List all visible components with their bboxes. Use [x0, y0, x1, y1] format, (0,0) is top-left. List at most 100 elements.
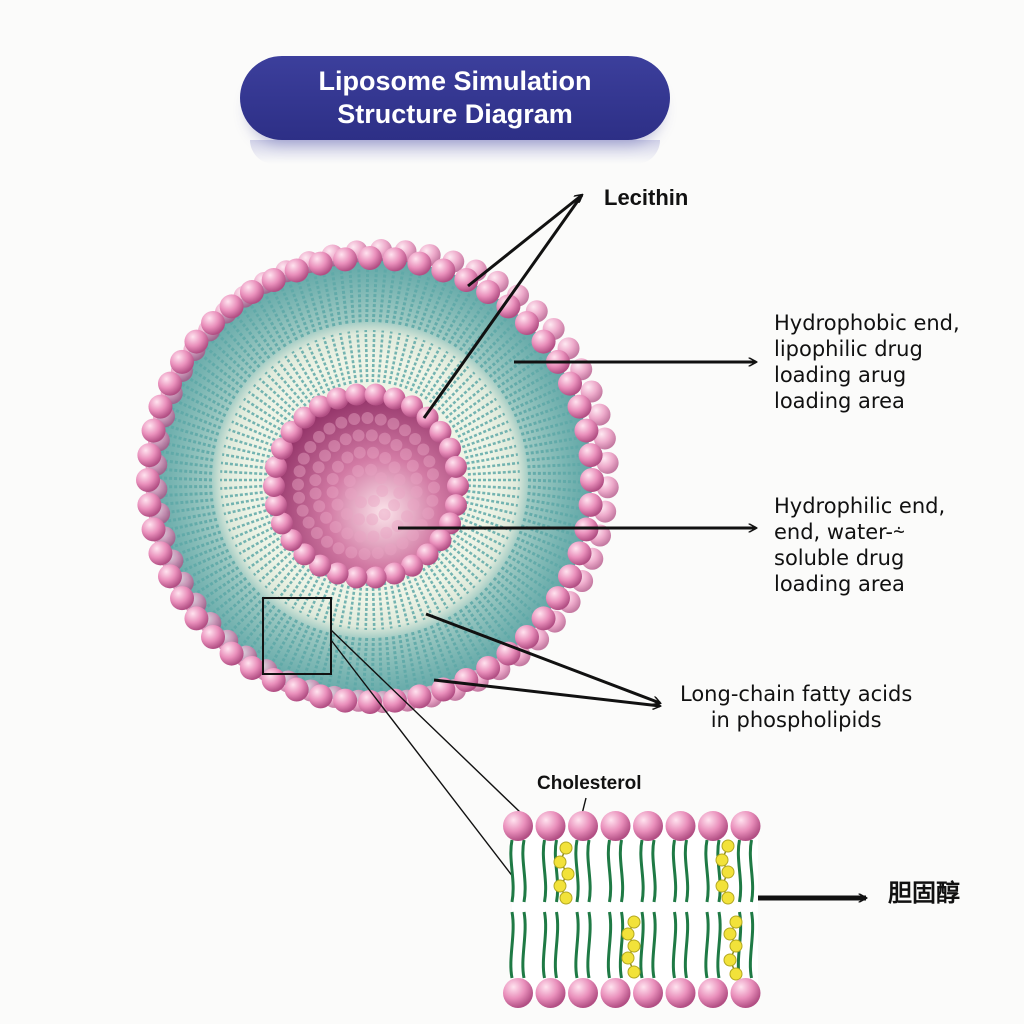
outer-tail — [513, 542, 564, 570]
inner-head — [265, 494, 288, 517]
detail-tail-top — [716, 839, 722, 903]
outer-tail — [429, 625, 452, 677]
outer-tail — [500, 363, 549, 394]
outer-tail — [479, 591, 518, 634]
inner-tail — [371, 330, 376, 383]
inner-tail — [461, 511, 512, 532]
core-bead — [331, 460, 344, 473]
inner-tail — [347, 576, 358, 629]
outer-tail — [441, 619, 468, 670]
detail-tail-bottom — [748, 911, 755, 979]
outer-head — [170, 586, 195, 611]
core-bead — [340, 508, 353, 521]
detail-tail-bottom — [683, 911, 690, 979]
cholesterol-bead — [723, 927, 737, 941]
detail-tail-bottom — [606, 911, 613, 979]
detail-tail-bottom — [541, 911, 548, 979]
core-bead — [320, 511, 333, 524]
core-bead — [354, 530, 367, 543]
outer-tail — [488, 582, 531, 622]
detail-tail-top — [639, 839, 645, 903]
detail-tail-top — [748, 839, 755, 903]
inner-tail — [424, 560, 456, 605]
inner-tail — [258, 545, 299, 583]
outer-tail — [371, 268, 379, 323]
outer-tail — [159, 449, 214, 462]
core-bead — [422, 507, 435, 520]
outer-tail — [398, 271, 414, 326]
outer-head — [148, 394, 173, 419]
outer-head — [219, 294, 244, 319]
outer-tail — [171, 536, 224, 558]
core-bead — [400, 510, 413, 523]
outer-tail — [474, 322, 515, 364]
label-lecithin: Lecithin — [604, 185, 689, 210]
core-bead — [361, 412, 374, 425]
core-bead — [332, 542, 345, 555]
title-shadow — [250, 140, 660, 164]
detail-head-bottom — [730, 978, 761, 1008]
inner-tail — [243, 397, 289, 429]
outer-tail — [326, 634, 342, 689]
inner-tail — [347, 331, 358, 384]
inner-tail — [465, 444, 517, 460]
inner-tail — [364, 330, 369, 383]
core-bead — [343, 474, 356, 487]
core-bead — [410, 485, 423, 498]
outer-tail — [411, 631, 427, 686]
inner-head — [280, 420, 303, 443]
core-bead — [410, 472, 423, 485]
cholesterol-bead — [561, 867, 575, 881]
outer-tail — [429, 284, 456, 335]
core-bead — [374, 413, 387, 426]
outer-tail — [296, 280, 317, 333]
core-bead — [367, 495, 380, 508]
title-line-2: Structure Diagram — [337, 99, 573, 129]
inner-tail — [393, 334, 410, 386]
outer-head — [141, 418, 166, 443]
outer-tail — [215, 332, 256, 373]
outer-tail — [527, 491, 582, 502]
inner-tail — [306, 343, 331, 392]
inner-tail — [330, 334, 347, 386]
outer-tail — [391, 636, 401, 691]
cholesterol-bead — [627, 915, 641, 929]
core-bead — [388, 461, 401, 474]
outer-tail — [370, 637, 375, 693]
detail-head-bottom — [568, 978, 598, 1008]
cholesterol-bead — [721, 891, 735, 905]
core-bead — [331, 498, 344, 511]
core-bead — [344, 487, 357, 500]
inner-head — [270, 512, 293, 535]
outer-head — [137, 492, 162, 517]
outer-tail — [180, 382, 230, 412]
zoom-box — [262, 597, 332, 675]
inner-tail — [231, 516, 281, 540]
outer-head — [431, 677, 456, 702]
core-bead — [366, 446, 379, 459]
outer-tail — [301, 629, 323, 682]
outer-tail — [504, 370, 554, 400]
detail-tail-bottom — [586, 911, 592, 979]
inner-tail — [454, 527, 502, 555]
inner-tail — [448, 390, 493, 424]
outer-tail — [447, 296, 480, 344]
inner-tail — [234, 412, 283, 438]
outer-head — [531, 329, 556, 354]
core-bead — [354, 496, 367, 509]
title-line-1: Liposome Simulation — [318, 66, 592, 96]
detail-tail-top — [618, 839, 625, 903]
outer-head — [137, 443, 162, 468]
bilayer-detail — [503, 811, 761, 1008]
outer-tail — [318, 633, 336, 687]
outer-tail — [378, 268, 387, 323]
outer-tail — [385, 269, 396, 324]
detail-tail-top — [671, 839, 678, 903]
outer-tail — [469, 600, 505, 646]
core-bead — [352, 464, 365, 477]
core-bead — [341, 451, 354, 464]
detail-tail-top — [509, 839, 515, 903]
inner-tail — [220, 489, 273, 499]
inner-tail — [238, 527, 286, 555]
